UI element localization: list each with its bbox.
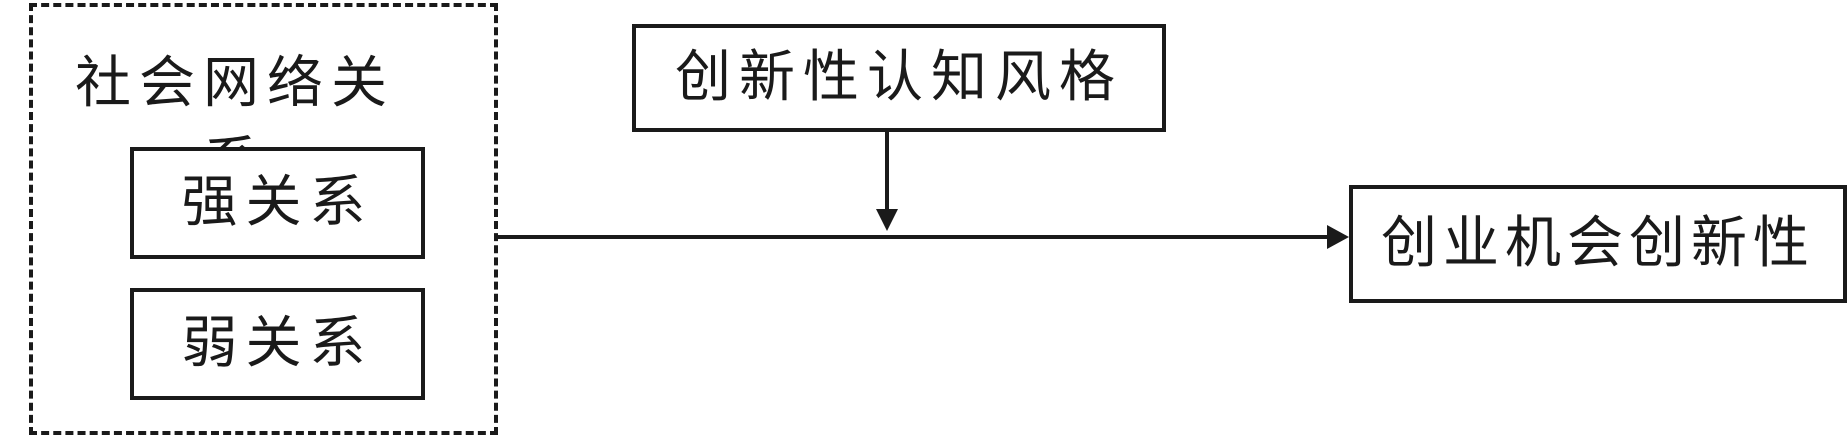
opportunity-innovativeness-box: 创业机会创新性	[1349, 185, 1847, 303]
moderation-arrowhead	[876, 209, 898, 231]
strong-tie-box: 强关系	[130, 147, 425, 259]
social-network-group	[29, 3, 498, 435]
cognitive-style-label: 创新性认知风格	[675, 45, 1123, 110]
main-effect-arrowhead	[1327, 225, 1349, 249]
weak-tie-label: 弱关系	[181, 311, 374, 376]
weak-tie-box: 弱关系	[130, 288, 425, 400]
cognitive-style-box: 创新性认知风格	[632, 24, 1166, 132]
strong-tie-label: 强关系	[181, 170, 374, 235]
opportunity-innovativeness-label: 创业机会创新性	[1381, 211, 1815, 276]
